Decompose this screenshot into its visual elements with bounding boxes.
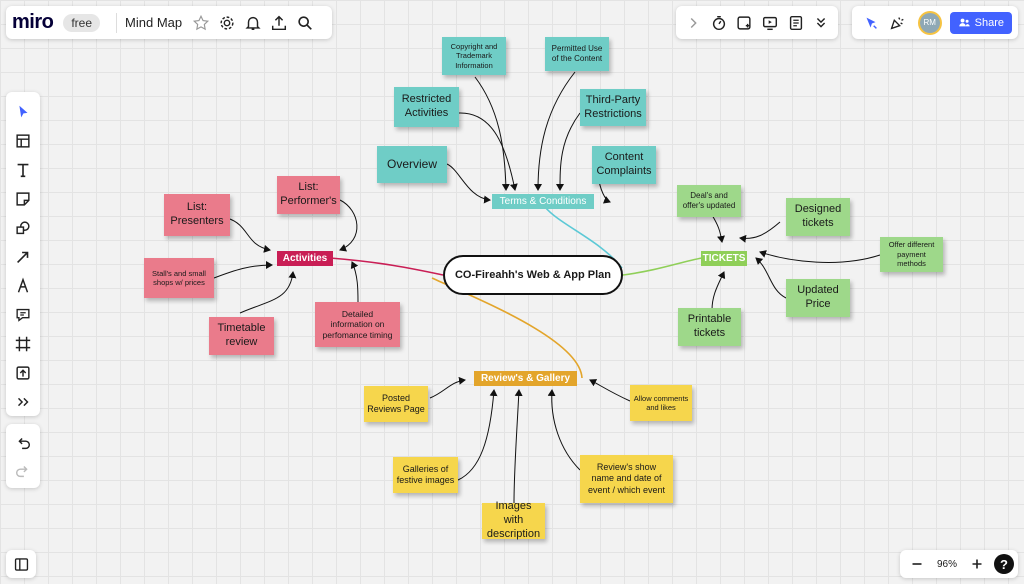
- share-button[interactable]: Share: [949, 11, 1013, 34]
- more-icon[interactable]: [10, 389, 36, 415]
- branch-tickets: [622, 257, 703, 276]
- bell-icon[interactable]: [240, 10, 266, 36]
- zoom-level[interactable]: 96%: [936, 558, 957, 570]
- upload-icon[interactable]: [266, 10, 292, 36]
- share-label: Share: [974, 16, 1005, 29]
- board-tools-panel: [676, 6, 838, 39]
- zoom-panel: 96% ?: [900, 550, 1018, 578]
- notes-icon[interactable]: [783, 10, 809, 36]
- timer-icon[interactable]: [706, 10, 732, 36]
- undo-icon[interactable]: [10, 430, 36, 456]
- collaboration-panel: RM Share: [852, 6, 1018, 39]
- divider: [116, 12, 118, 33]
- sticky-note[interactable]: Review's show name and date of event / w…: [580, 455, 673, 503]
- pen-icon[interactable]: [10, 273, 36, 299]
- chevron-double-down-icon[interactable]: [808, 10, 834, 36]
- activities-tag[interactable]: Activities: [277, 251, 333, 266]
- frame-icon[interactable]: [10, 331, 36, 357]
- gear-icon[interactable]: [214, 10, 240, 36]
- sticky-note[interactable]: Images with description: [482, 500, 545, 540]
- shapes-icon[interactable]: [10, 215, 36, 241]
- select-icon[interactable]: [10, 99, 36, 125]
- terms-tag[interactable]: Terms & Conditions: [492, 194, 594, 209]
- board-header-panel: miro free Mind Map: [6, 6, 332, 39]
- chevron-right-icon[interactable]: [680, 10, 706, 36]
- star-icon[interactable]: [188, 10, 214, 36]
- comment-icon[interactable]: [10, 302, 36, 328]
- reviews-tag[interactable]: Review's & Gallery: [474, 371, 577, 386]
- sticky-note[interactable]: Stall's and small shops w/ prices: [144, 258, 214, 298]
- sticky-note[interactable]: Allow comments and likes: [630, 385, 692, 421]
- sticky-note[interactable]: Copyright and Trademark Information: [442, 37, 506, 75]
- avatar[interactable]: RM: [917, 10, 942, 35]
- search-icon[interactable]: [292, 10, 318, 36]
- text-icon[interactable]: [10, 157, 36, 183]
- left-toolbar: [6, 92, 40, 416]
- upload-icon[interactable]: [10, 360, 36, 386]
- share-users-icon: [958, 18, 970, 27]
- sticky-note[interactable]: Posted Reviews Page: [364, 386, 428, 422]
- history-panel: [6, 424, 40, 488]
- central-topic[interactable]: CO-Fireahh's Web & App Plan: [443, 255, 623, 295]
- branch-activities: [329, 257, 444, 276]
- sticky-note[interactable]: Detailed information on perfomance timin…: [315, 302, 400, 347]
- present-icon[interactable]: [757, 10, 783, 36]
- sticky-add-icon[interactable]: [731, 10, 757, 36]
- sticky-note[interactable]: List: Performer's: [277, 176, 340, 214]
- sticky-note[interactable]: Restricted Activities: [394, 87, 459, 127]
- sticky-note[interactable]: Updated Price: [786, 279, 850, 317]
- redo-icon[interactable]: [10, 458, 36, 484]
- plan-badge[interactable]: free: [63, 13, 101, 32]
- board-name[interactable]: Mind Map: [125, 15, 183, 30]
- sticky-note-icon[interactable]: [10, 186, 36, 212]
- sticky-note[interactable]: Designed tickets: [786, 198, 850, 236]
- board-overview-button[interactable]: [6, 550, 36, 578]
- zoom-in-icon[interactable]: [964, 551, 990, 577]
- sticky-note[interactable]: Permitted Use of the Content: [545, 37, 609, 71]
- sticky-note[interactable]: Galleries of festive images: [393, 457, 458, 493]
- help-button[interactable]: ?: [994, 554, 1014, 574]
- sticky-note[interactable]: List: Presenters: [164, 194, 230, 236]
- sticky-note[interactable]: Timetable review: [209, 317, 274, 355]
- sticky-note[interactable]: Offer different payment methods: [880, 237, 943, 272]
- arrow-icon[interactable]: [10, 244, 36, 270]
- sticky-note[interactable]: Printable tickets: [678, 308, 741, 346]
- sidebar-icon: [14, 557, 28, 571]
- zoom-out-icon[interactable]: [904, 551, 930, 577]
- sticky-note[interactable]: Third-Party Restrictions: [580, 89, 646, 126]
- celebrate-icon[interactable]: [884, 10, 910, 36]
- tickets-tag[interactable]: TICKETS: [701, 251, 747, 266]
- frame-template-icon[interactable]: [10, 128, 36, 154]
- miro-logo[interactable]: miro: [12, 11, 54, 33]
- cursor-pointer-icon[interactable]: [858, 10, 884, 36]
- sticky-note[interactable]: Overview: [377, 146, 447, 183]
- sticky-note[interactable]: Deal's and offer's updated: [677, 185, 741, 217]
- sticky-note[interactable]: Content Complaints: [592, 146, 656, 184]
